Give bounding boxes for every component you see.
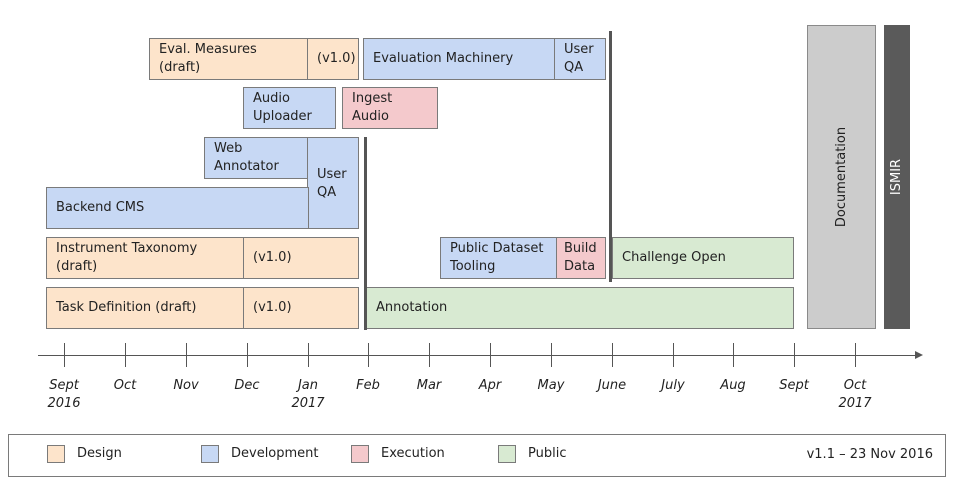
- task-documentation: Documentation: [807, 25, 876, 329]
- month-label: Sept 2016: [47, 378, 81, 411]
- task-annotation: Annotation: [366, 287, 794, 329]
- legend-label: Development: [231, 446, 319, 461]
- task-public-dataset-tooling: Public Dataset Tooling: [440, 237, 558, 279]
- month-label: Oct: [113, 378, 137, 393]
- version-label: v1.1 – 23 Nov 2016: [806, 447, 933, 462]
- month-label: June: [597, 378, 627, 393]
- task-task-definition-draft: Task Definition (draft): [46, 287, 245, 329]
- legend-label: Design: [77, 446, 122, 461]
- task-user-qa-eval: User QA: [554, 38, 606, 80]
- month-label: Mar: [416, 378, 442, 393]
- axis-tick: [308, 343, 309, 367]
- task-ismir: ISMIR: [884, 25, 910, 329]
- task-instrument-taxonomy-v1: (v1.0): [243, 237, 359, 279]
- legend: Design Development Execution Public v1.1…: [8, 434, 946, 477]
- timeline-axis: [38, 355, 916, 356]
- month-label: Sept: [779, 378, 809, 393]
- task-user-qa-backend: User QA: [307, 137, 359, 229]
- task-challenge-open: Challenge Open: [612, 237, 794, 279]
- month-label: Apr: [478, 378, 502, 393]
- task-evaluation-machinery: Evaluation Machinery: [363, 38, 556, 80]
- legend-swatch-execution: [351, 445, 369, 463]
- milestone-line-june: [609, 31, 612, 282]
- axis-tick: [855, 343, 856, 367]
- task-build-data: Build Data: [556, 237, 606, 279]
- month-label: Dec: [234, 378, 260, 393]
- task-eval-measures-v1: (v1.0): [307, 38, 359, 80]
- ismir-label: ISMIR: [889, 158, 904, 196]
- task-backend-cms: Backend CMS: [46, 187, 309, 229]
- axis-tick: [64, 343, 65, 367]
- month-label: Aug: [720, 378, 746, 393]
- axis-tick: [490, 343, 491, 367]
- axis-tick: [794, 343, 795, 367]
- axis-tick: [551, 343, 552, 367]
- axis-tick: [186, 343, 187, 367]
- legend-swatch-development: [201, 445, 219, 463]
- task-audio-uploader: Audio Uploader: [243, 87, 336, 129]
- axis-tick: [673, 343, 674, 367]
- task-task-definition-v1: (v1.0): [243, 287, 359, 329]
- axis-tick: [247, 343, 248, 367]
- task-web-annotator: Web Annotator: [204, 137, 309, 179]
- legend-swatch-public: [498, 445, 516, 463]
- month-label: Jan 2017: [291, 378, 325, 411]
- month-label: Nov: [173, 378, 199, 393]
- axis-tick: [125, 343, 126, 367]
- axis-tick: [429, 343, 430, 367]
- month-label: May: [537, 378, 565, 393]
- month-label: Oct 2017: [838, 378, 872, 411]
- axis-tick: [733, 343, 734, 367]
- task-eval-measures-draft: Eval. Measures (draft): [149, 38, 309, 80]
- task-ingest-audio: Ingest Audio: [342, 87, 438, 129]
- axis-tick: [368, 343, 369, 367]
- legend-swatch-design: [47, 445, 65, 463]
- month-label: July: [661, 378, 685, 393]
- documentation-label: Documentation: [833, 126, 849, 228]
- axis-arrow-icon: [915, 351, 923, 359]
- milestone-line-feb: [364, 137, 367, 330]
- legend-label: Public: [528, 446, 567, 461]
- task-instrument-taxonomy-draft: Instrument Taxonomy (draft): [46, 237, 245, 279]
- axis-tick: [612, 343, 613, 367]
- legend-label: Execution: [381, 446, 445, 461]
- month-label: Feb: [356, 378, 380, 393]
